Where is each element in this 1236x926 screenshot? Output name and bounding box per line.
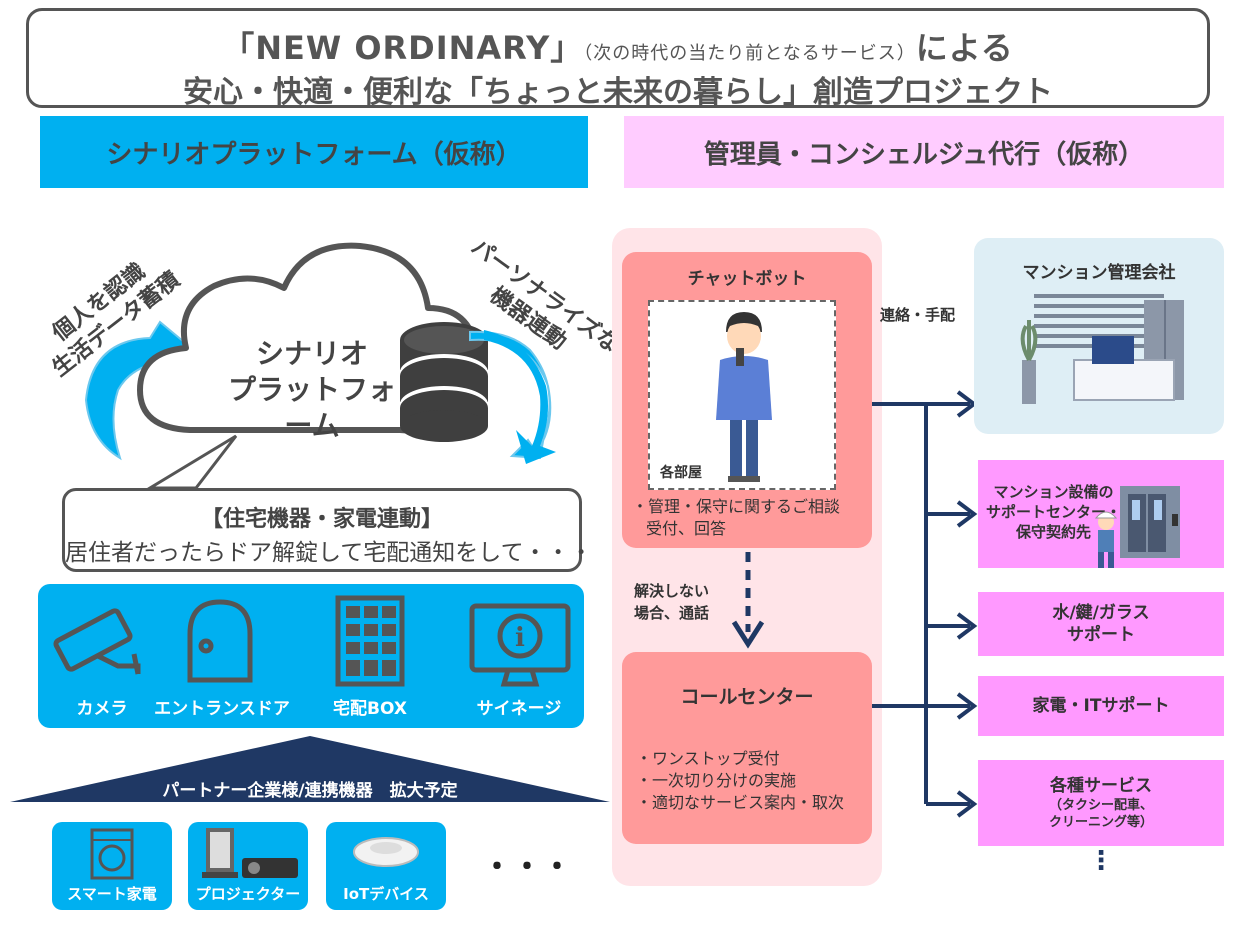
call-center-item: ・適切なサービス案内・取次 (636, 793, 845, 812)
chatbot-title: チャットボット (687, 269, 807, 289)
partner-banner: パートナー企業様/連携機器 拡大予定 (162, 781, 458, 801)
support-center-box: マンション設備の サポートセンター・ 保守契約先 (978, 460, 1224, 568)
various-services-box: 各種サービス （タクシー配車、 クリーニング等） (978, 760, 1224, 846)
iot-sensor-icon (353, 837, 419, 867)
cloud-diagram (84, 242, 556, 490)
svg-text:i: i (515, 623, 525, 653)
water-key-glass-box: 水/鍵/ガラス サポート (978, 592, 1224, 656)
partner-iot: IoTデバイス (326, 822, 446, 910)
various-title: 各種サービス (1050, 776, 1152, 796)
call-center-title: コールセンター (680, 686, 814, 708)
partner-iot-label: IoTデバイス (343, 885, 429, 903)
database-icon (400, 322, 488, 442)
title-note: （次の時代の当たり前となるサービス） (583, 43, 916, 64)
partner-smart-appliance: スマート家電 (52, 822, 172, 910)
device-camera-label: カメラ (76, 699, 128, 719)
appliance-it-box: 家電・ITサポート (978, 676, 1224, 736)
support-center-line1: マンション設備の (993, 483, 1114, 501)
title-niyoru: による (915, 29, 1014, 67)
partners-more: ・・・ (482, 850, 572, 885)
resident-icon (716, 312, 772, 482)
escalation-line2: 場合、通話 (634, 604, 710, 622)
water-line1: 水/鍵/ガラス (1052, 603, 1150, 623)
various-sub1: （タクシー配車、 (1048, 798, 1153, 813)
escalation-label: 解決しない 場合、通話 (634, 580, 709, 624)
cloud-label-line2: プラットフォーム (227, 373, 396, 442)
partner-smart-appliance-label: スマート家電 (67, 885, 157, 903)
device-door-label: エントランスドア (154, 699, 290, 719)
delivery-box-icon (335, 595, 405, 687)
support-center-line3: 保守契約先 (1016, 523, 1092, 541)
right-arc-arrow (469, 330, 552, 460)
room-frame: 各部屋 (648, 300, 836, 490)
various-sub2: クリーニング等） (1048, 815, 1153, 830)
escalation-line1: 解決しない (634, 582, 710, 600)
callout-title: 【住宅機器・家電連動】 (200, 507, 443, 532)
support-center-line2: サポートセンター・ (986, 503, 1122, 521)
washing-machine-icon (90, 828, 134, 880)
cloud-label: シナリオ プラットフォーム (222, 336, 402, 444)
device-box-label: 宅配BOX (333, 699, 407, 719)
contact-label: 連絡・手配 (880, 306, 956, 324)
support-center-text: マンション設備の サポートセンター・ 保守契約先 (986, 482, 1121, 542)
elevator-icon (1094, 486, 1180, 568)
chatbot-note-line2: 受付、回答 (646, 519, 727, 538)
chatbot-note-line1: ・管理・保守に関するご相談 (632, 497, 841, 516)
connector-lines (872, 390, 978, 818)
scenario-platform-header: シナリオプラットフォーム（仮称） (40, 116, 588, 188)
cloud-label-line1: シナリオ (255, 337, 368, 370)
call-center-item: ・ワンストップ受付 (636, 749, 780, 768)
call-center-item: ・一次切り分けの実施 (636, 771, 797, 790)
chatbot-note: ・管理・保守に関するご相談 受付、回答 (632, 496, 840, 540)
escalation-arrow (731, 552, 765, 649)
partner-banner-shape (10, 736, 610, 802)
water-line2: サポート (1067, 625, 1135, 645)
entrance-door-icon (187, 599, 253, 683)
concierge-header: 管理員・コンシェルジュ代行（仮称） (624, 116, 1224, 188)
services-more: ⋮ (1088, 846, 1114, 876)
title-line1: 「NEW ORDINARY」（次の時代の当たり前となるサービス）による (29, 23, 1207, 69)
device-signage-label: サイネージ (476, 699, 562, 719)
projector-icon (202, 828, 298, 878)
call-center-box: コールセンター ・ワンストップ受付 ・一次切り分けの実施 ・適切なサービス案内・… (622, 652, 872, 844)
partner-projector-label: プロジェクター (195, 885, 301, 903)
room-label: 各部屋 (660, 465, 702, 481)
appliance-it-label: 家電・ITサポート (1032, 696, 1170, 716)
camera-icon (53, 608, 141, 675)
devices-panel: i カメラ エントランスドア 宅配BOX サイネージ (38, 584, 584, 728)
title-new-ordinary: 「NEW ORDINARY」 (222, 29, 584, 67)
device-link-callout: 【住宅機器・家電連動】 居住者だったらドア解錠して宅配通知をして・・・ (62, 488, 593, 572)
mgmt-company-title: マンション管理会社 (1022, 263, 1176, 283)
title-line2: 安心・快適・便利な「ちょっと未来の暮らし」創造プロジェクト (183, 75, 1053, 110)
mgmt-company-box: マンション管理会社 (974, 238, 1224, 434)
call-center-items: ・ワンストップ受付 ・一次切り分けの実施 ・適切なサービス案内・取次 (636, 748, 844, 814)
office-icon (1020, 294, 1184, 404)
callout-text: 居住者だったらドア解錠して宅配通知をして・・・ (65, 540, 593, 566)
title-box: 「NEW ORDINARY」（次の時代の当たり前となるサービス）による 安心・快… (26, 8, 1210, 110)
signage-icon: i (469, 603, 571, 687)
partner-projector: プロジェクター (188, 822, 308, 910)
chatbot-box: チャットボット 各部屋 ・管理・保守に関するご相談 受付、回答 (622, 252, 872, 548)
device-icons: i (53, 595, 571, 687)
